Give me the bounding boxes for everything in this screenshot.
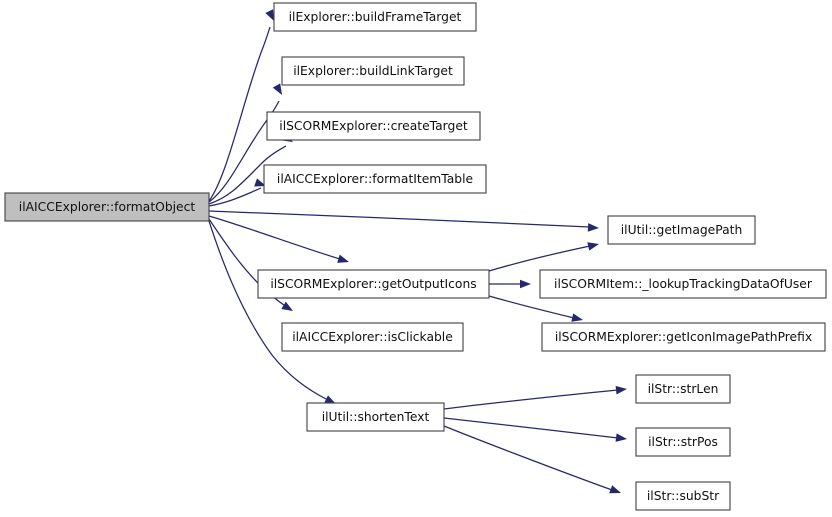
edge-getOutputIcons-to-getIconImagePathPrefix <box>488 295 583 322</box>
node-label: ilUtil::getImagePath <box>621 223 743 237</box>
node-box[interactable] <box>266 111 481 141</box>
node-label: ilAICCExplorer::isClickable <box>292 330 453 344</box>
node-getOutputIcons[interactable]: ilSCORMExplorer::getOutputIcons <box>257 269 490 299</box>
arrow-head-icon <box>520 279 531 289</box>
node-box[interactable] <box>635 481 731 511</box>
nodes-layer: ilAICCExplorer::formatObject ilExplorer::… <box>4 2 827 511</box>
node-box[interactable] <box>257 269 490 299</box>
edge-line <box>488 245 591 272</box>
arrow-head-icon <box>615 433 627 442</box>
node-shortenText[interactable]: ilUtil::shortenText <box>306 402 445 432</box>
node-lookupTrackingData[interactable]: ilSCORMItem::_lookupTrackingDataOfUser <box>539 269 827 299</box>
node-label: ilExplorer::buildFrameTarget <box>289 10 462 24</box>
arrow-head-icon <box>571 313 583 322</box>
node-box[interactable] <box>4 192 210 222</box>
arrow-head-icon <box>265 9 274 21</box>
node-label: ilSCORMExplorer::createTarget <box>279 119 468 133</box>
edge-getOutputIcons-to-lookupTrackingData <box>489 279 531 289</box>
node-strLen[interactable]: ilStr::strLen <box>635 374 731 404</box>
node-box[interactable] <box>541 322 826 352</box>
node-label: ilStr::strLen <box>648 382 719 396</box>
edge-line <box>443 417 619 439</box>
node-box[interactable] <box>281 322 464 352</box>
node-createTarget[interactable]: ilSCORMExplorer::createTarget <box>266 111 481 141</box>
node-box[interactable] <box>306 402 445 432</box>
node-label: ilSCORMExplorer::getIconImagePathPrefix <box>555 330 812 344</box>
arrow-head-icon <box>337 254 349 263</box>
node-box[interactable] <box>635 427 731 457</box>
node-label: ilAICCExplorer::formatObject <box>19 200 196 214</box>
edge-shortenText-to-strPos <box>443 417 627 442</box>
node-getImagePath[interactable]: ilUtil::getImagePath <box>607 215 756 245</box>
edge-line <box>208 220 329 401</box>
edge-shortenText-to-subStr <box>443 425 621 494</box>
edge-formatObject-to-buildFrameTarget <box>208 9 274 202</box>
node-formatObject[interactable]: ilAICCExplorer::formatObject <box>4 192 210 222</box>
node-box[interactable] <box>539 269 827 299</box>
edge-line <box>443 425 613 491</box>
edge-line <box>208 215 341 260</box>
arrow-head-icon <box>609 485 621 494</box>
node-subStr[interactable]: ilStr::subStr <box>635 481 731 511</box>
node-box[interactable] <box>281 56 465 86</box>
node-formatItemTable[interactable]: ilAICCExplorer::formatItemTable <box>263 164 487 194</box>
arrow-head-icon <box>272 83 282 95</box>
node-label: ilStr::subStr <box>647 489 720 503</box>
edge-formatObject-to-shortenText <box>208 220 336 404</box>
edge-line <box>208 145 287 205</box>
arrow-head-icon <box>281 301 293 311</box>
edge-formatObject-to-getImagePath <box>208 210 599 232</box>
arrow-head-icon <box>615 385 627 395</box>
arrow-head-icon <box>587 242 599 251</box>
node-label: ilSCORMItem::_lookupTrackingDataOfUser <box>554 277 813 291</box>
edge-line <box>208 187 262 207</box>
node-getIconImagePathPrefix[interactable]: ilSCORMExplorer::getIconImagePathPrefix <box>541 322 826 352</box>
edge-formatObject-to-getOutputIcons <box>208 215 349 263</box>
node-label: ilSCORMExplorer::getOutputIcons <box>270 277 476 291</box>
edge-formatObject-to-formatItemTable <box>208 178 266 207</box>
edge-getOutputIcons-to-getImagePath <box>488 242 599 272</box>
node-label: ilExplorer::buildLinkTarget <box>293 64 453 78</box>
arrow-head-icon <box>254 178 266 187</box>
node-strPos[interactable]: ilStr::strPos <box>635 427 731 457</box>
node-buildLinkTarget[interactable]: ilExplorer::buildLinkTarget <box>281 56 465 86</box>
arrow-head-icon <box>587 223 599 232</box>
edge-formatObject-to-isClickable <box>208 218 293 311</box>
node-label: ilAICCExplorer::formatItemTable <box>277 172 473 186</box>
edge-shortenText-to-strLen <box>443 385 627 410</box>
node-buildFrameTarget[interactable]: ilExplorer::buildFrameTarget <box>273 2 477 32</box>
node-label: ilStr::strPos <box>648 435 718 449</box>
node-box[interactable] <box>607 215 756 245</box>
edge-line <box>208 210 591 228</box>
node-box[interactable] <box>635 374 731 404</box>
edge-line <box>488 295 575 319</box>
arrow-head-icon <box>324 395 336 404</box>
edge-line <box>443 389 619 410</box>
node-box[interactable] <box>263 164 487 194</box>
node-label: ilUtil::shortenText <box>322 410 430 424</box>
node-isClickable[interactable]: ilAICCExplorer::isClickable <box>281 322 464 352</box>
node-box[interactable] <box>273 2 477 32</box>
edge-line <box>208 26 271 202</box>
